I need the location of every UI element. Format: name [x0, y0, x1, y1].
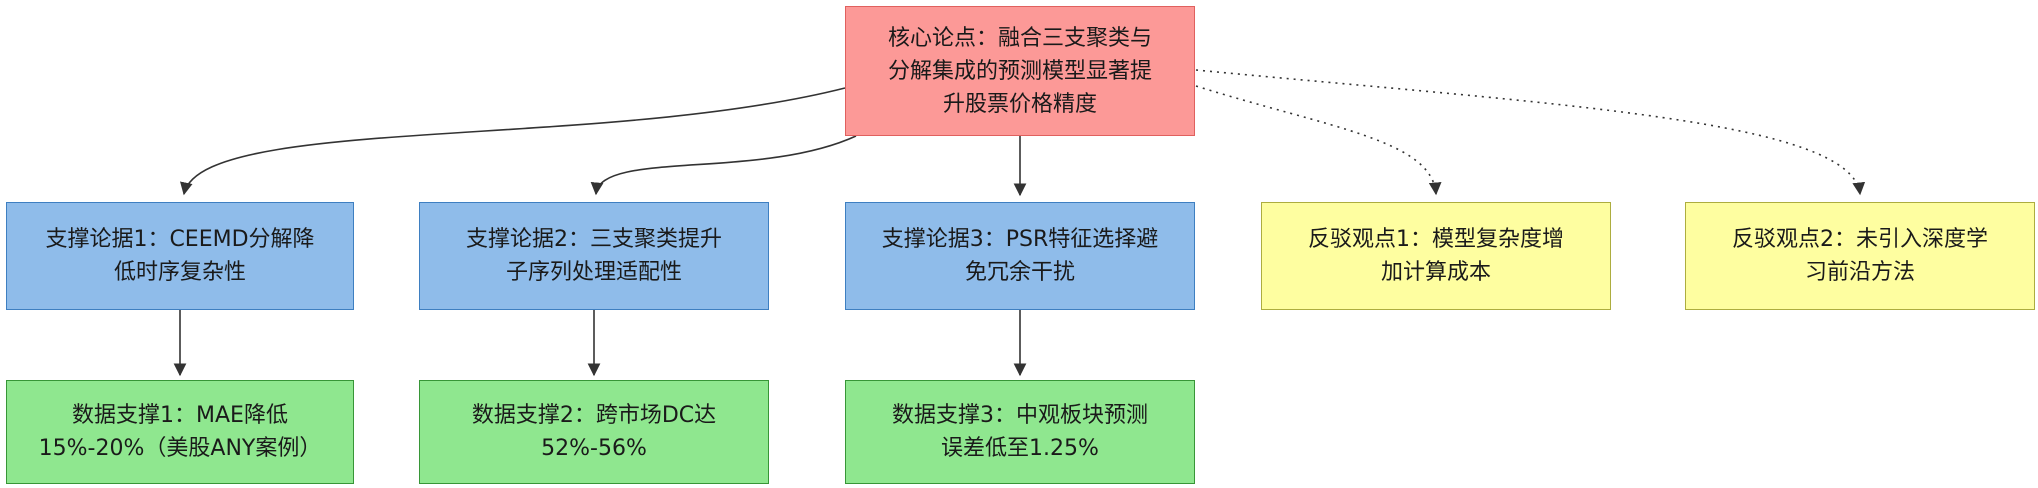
edge-core-to-rebuttal2: [1195, 69, 1866, 196]
support-node-3: 支撑论据3：PSR特征选择避 免冗余干扰: [845, 202, 1195, 310]
rebuttal-node-2: 反驳观点2：未引入深度学 习前沿方法: [1685, 202, 2035, 310]
edge-core-to-support2: [590, 135, 857, 196]
edge-core-to-support1: [180, 87, 846, 196]
support-node-2: 支撑论据2：三支聚类提升 子序列处理适配性: [419, 202, 769, 310]
edge-core-to-rebuttal1: [1195, 85, 1442, 196]
data-support-node-3: 数据支撑3：中观板块预测 误差低至1.25%: [845, 380, 1195, 484]
rebuttal-node-1: 反驳观点1：模型复杂度增 加计算成本: [1261, 202, 1611, 310]
support-node-1: 支撑论据1：CEEMD分解降 低时序复杂性: [6, 202, 354, 310]
core-claim-node: 核心论点：融合三支聚类与 分解集成的预测模型显著提 升股票价格精度: [845, 6, 1195, 136]
data-support-node-2: 数据支撑2：跨市场DC达 52%-56%: [419, 380, 769, 484]
data-support-node-1: 数据支撑1：MAE降低 15%-20%（美股ANY案例）: [6, 380, 354, 484]
